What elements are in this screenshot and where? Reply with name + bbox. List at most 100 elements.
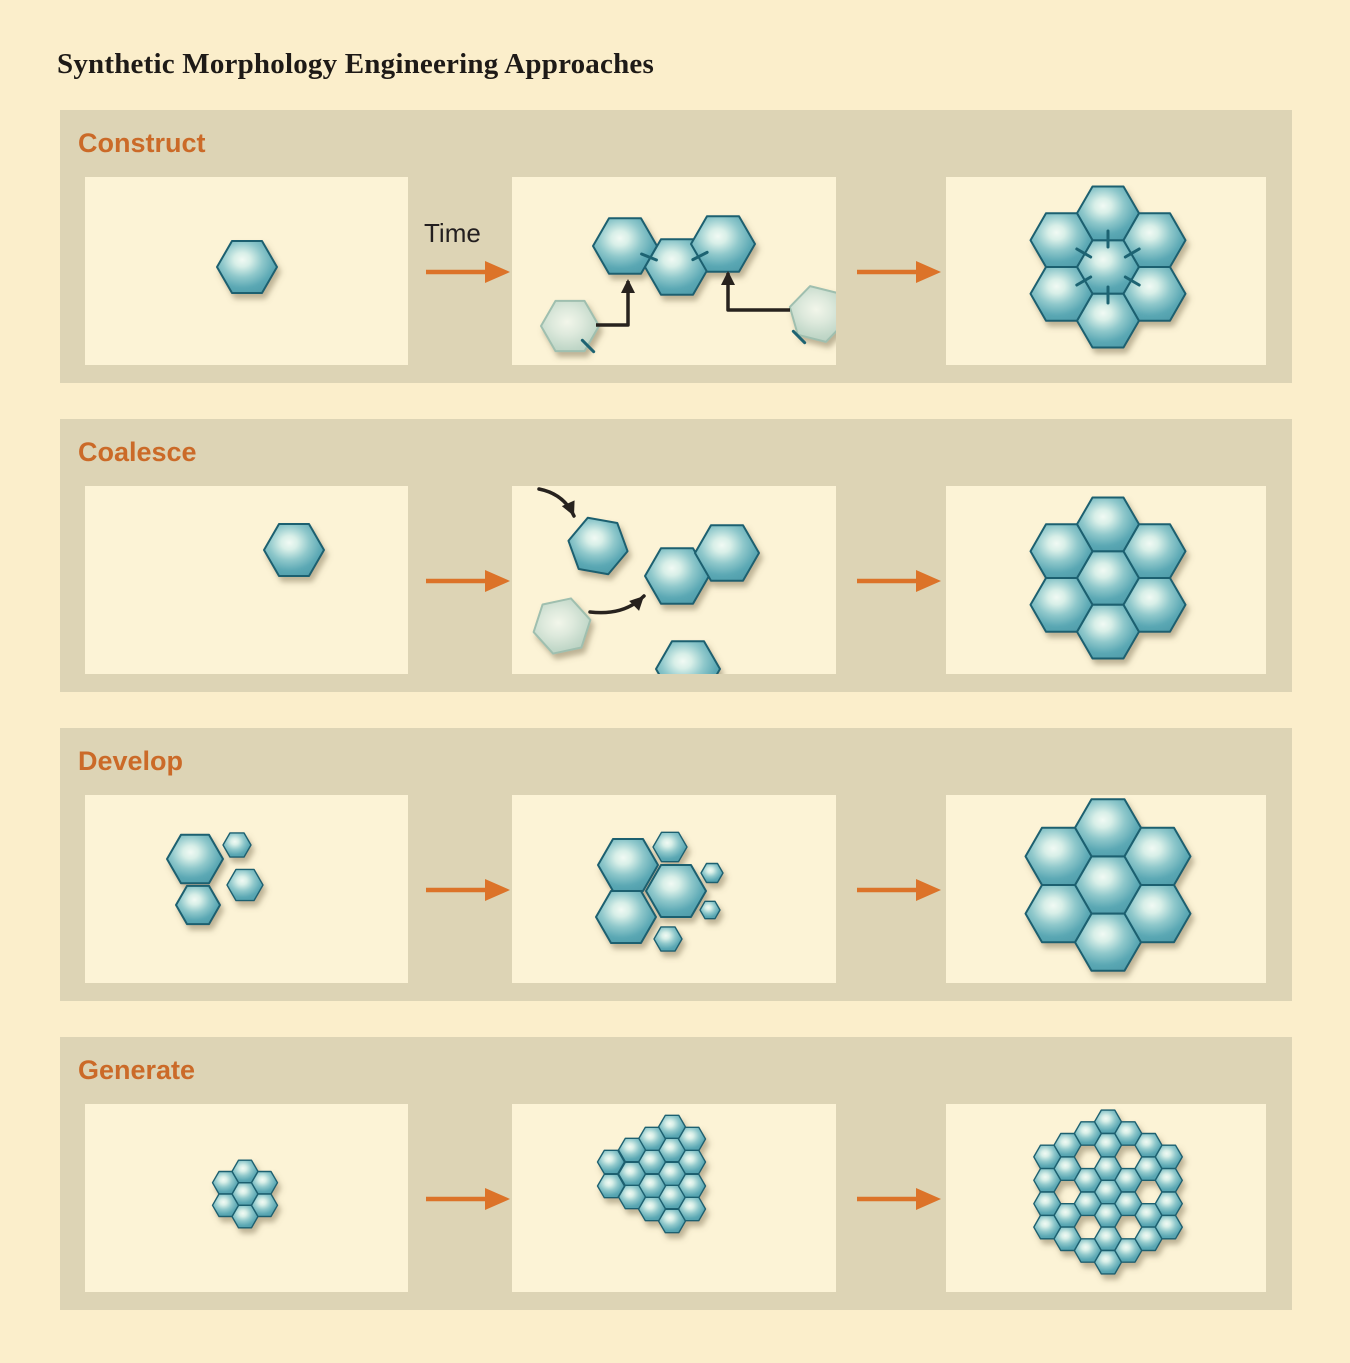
cell-hexagon	[653, 926, 683, 952]
cell-hexagon	[652, 831, 688, 863]
panel-initial-state-drawing	[263, 523, 325, 577]
panel-intermediate-state-drawing	[532, 487, 760, 674]
cell-hexagon	[677, 1126, 707, 1152]
cell-hexagon	[645, 864, 707, 918]
junction-tick	[1123, 275, 1141, 287]
time-flow-arrow-icon	[857, 261, 941, 283]
pale-cell-hexagon	[532, 597, 592, 655]
cell-hexagon	[166, 833, 224, 885]
cell-hexagon	[1154, 1144, 1184, 1170]
cell-hexagon	[226, 868, 264, 902]
cell-hexagon	[1033, 1214, 1062, 1240]
panel-intermediate-state	[512, 795, 836, 983]
cell-hexagon	[1122, 266, 1187, 322]
junction-tick	[640, 252, 658, 262]
panel-final-state	[946, 1104, 1266, 1292]
panel-initial-state	[85, 177, 408, 365]
cell-hexagon	[597, 838, 659, 892]
panel-intermediate-state-drawing	[596, 1114, 707, 1234]
join-arrow-icon	[721, 271, 790, 312]
cell-hexagon	[1154, 1191, 1184, 1217]
panel-final-state-drawing	[1024, 798, 1192, 972]
cell-hexagon	[1033, 1144, 1062, 1170]
cell-cluster	[540, 215, 836, 353]
cell-hexagon	[250, 1170, 279, 1195]
junction-tick	[691, 250, 709, 262]
cell-hexagon	[1122, 577, 1187, 633]
time-flow-arrow-icon	[426, 570, 510, 592]
panel-initial-state-drawing	[166, 832, 264, 926]
panel-initial-state	[85, 1104, 408, 1292]
cell-hexagon	[567, 516, 629, 576]
time-flow-arrow-icon	[857, 879, 941, 901]
panel-intermediate-state	[512, 177, 836, 365]
cell-cluster	[263, 523, 325, 577]
move-arrow-icon	[588, 594, 646, 615]
join-arrow-icon	[596, 279, 635, 327]
cell-hexagon	[655, 640, 721, 674]
approach-row-generate: Generate	[60, 1037, 1292, 1310]
panel-final-state	[946, 486, 1266, 674]
panel-intermediate-state	[512, 1104, 836, 1292]
pale-cell-hexagon	[788, 285, 836, 343]
cell-hexagon	[263, 523, 325, 577]
cell-hexagon	[1024, 884, 1093, 944]
junction-tick	[791, 329, 807, 345]
cell-hexagon	[694, 524, 760, 582]
panel-initial-state-drawing	[211, 1159, 279, 1229]
panel-initial-state	[85, 795, 408, 983]
cell-hexagon	[592, 217, 658, 275]
row-label: Develop	[78, 746, 184, 776]
junction-tick	[580, 338, 596, 354]
cell-hexagon	[596, 1173, 626, 1199]
cell-hexagon	[677, 1196, 707, 1222]
cell-hexagon	[644, 547, 710, 605]
panel-intermediate-state-drawing	[595, 831, 724, 952]
time-flow-arrow-icon	[857, 570, 941, 592]
panel-final-state-drawing	[1029, 496, 1187, 660]
cell-cluster	[532, 516, 760, 674]
cell-cluster	[216, 240, 278, 294]
time-flow-arrow-icon	[857, 1188, 941, 1210]
approach-row-coalesce: Coalesce	[60, 419, 1292, 692]
move-arrow-icon	[537, 487, 576, 518]
cell-hexagon	[596, 1149, 626, 1175]
cell-cluster	[596, 1114, 707, 1234]
junction-tick	[1075, 247, 1093, 259]
cell-hexagon	[211, 1193, 240, 1218]
time-flow-arrow-icon	[426, 879, 510, 901]
cell-hexagon	[677, 1173, 707, 1199]
time-label: Time	[424, 218, 481, 248]
cell-hexagon	[222, 832, 252, 858]
cell-hexagon	[250, 1193, 279, 1218]
cell-hexagon	[175, 884, 221, 926]
cell-hexagon	[211, 1170, 240, 1195]
panel-initial-state	[85, 486, 408, 674]
panel-final-state	[946, 795, 1266, 983]
cell-hexagon	[1033, 1191, 1062, 1217]
panel-final-state	[946, 177, 1266, 365]
cell-hexagon	[1029, 266, 1094, 322]
cell-cluster	[1029, 185, 1187, 349]
junction-tick	[1075, 275, 1093, 287]
panel-intermediate-state	[512, 486, 836, 674]
cell-hexagon	[1123, 884, 1192, 944]
time-flow-arrow-icon	[426, 261, 510, 283]
cell-cluster	[1033, 1109, 1184, 1275]
pale-cell-hexagon	[540, 299, 600, 353]
cell-hexagon	[699, 900, 721, 920]
time-flow-arrow-icon	[426, 1188, 510, 1210]
cell-cluster	[211, 1159, 279, 1229]
approach-row-develop: Develop	[60, 728, 1292, 1001]
junction-tick	[1123, 247, 1141, 259]
cell-cluster	[1024, 798, 1192, 972]
cell-hexagon	[690, 215, 756, 273]
cell-hexagon	[1154, 1214, 1184, 1240]
cell-hexagon	[216, 240, 278, 294]
cell-hexagon	[677, 1149, 707, 1175]
cell-hexagon	[595, 890, 657, 944]
cell-cluster	[166, 832, 264, 926]
cell-hexagon	[1029, 577, 1094, 633]
